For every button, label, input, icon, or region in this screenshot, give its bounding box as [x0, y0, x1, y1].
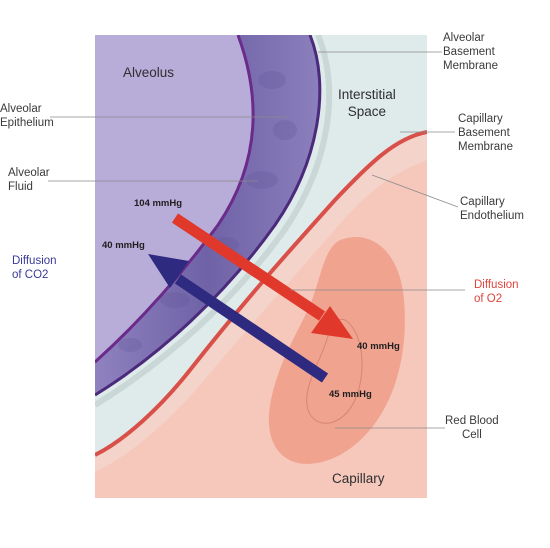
alveolar-epithelium-band	[95, 35, 320, 395]
alveolar-fluid-label: Alveolar Fluid	[8, 167, 50, 193]
co2-diffusion-arrow	[148, 254, 329, 383]
capillary-label: Capillary	[332, 471, 385, 486]
leader-capillary-endothelium	[371, 174, 459, 208]
capillary-endothelium-label: Capillary Endothelium	[460, 196, 524, 222]
diffusion-o2-label: Diffusion of O2	[474, 279, 519, 305]
alveolar-epithelium-label: Alveolar Epithelium	[0, 103, 54, 129]
alveolus-label: Alveolus	[123, 65, 175, 80]
alveolar-basement-membrane-label: Alveolar Basement Membrane	[443, 32, 498, 72]
alveolar-basement-membrane-line	[95, 35, 333, 408]
leader-lines	[48, 51, 465, 429]
red-blood-cell	[268, 236, 405, 464]
co2-alveolar-pressure: 40 mmHg	[102, 240, 145, 251]
red-blood-cell-inner-contour	[306, 318, 363, 424]
capillary-basement-membrane-line	[95, 130, 427, 457]
diffusion-co2-label: Diffusion of CO2	[12, 255, 57, 281]
o2-diffusion-arrow	[171, 213, 353, 339]
o2-capillary-pressure: 40 mmHg	[357, 341, 400, 352]
alveolar-epithelium-border-outer	[95, 35, 322, 397]
alveolar-epithelium-border-inner	[95, 35, 255, 364]
interstitial-space-label: Interstitial Space	[338, 87, 396, 119]
co2-capillary-pressure: 45 mmHg	[329, 389, 372, 400]
o2-alveolar-pressure: 104 mmHg	[134, 198, 183, 209]
capillary-basement-membrane-label: Capillary Basement Membrane	[458, 113, 513, 153]
red-blood-cell-label: Red Blood Cell	[445, 415, 499, 441]
